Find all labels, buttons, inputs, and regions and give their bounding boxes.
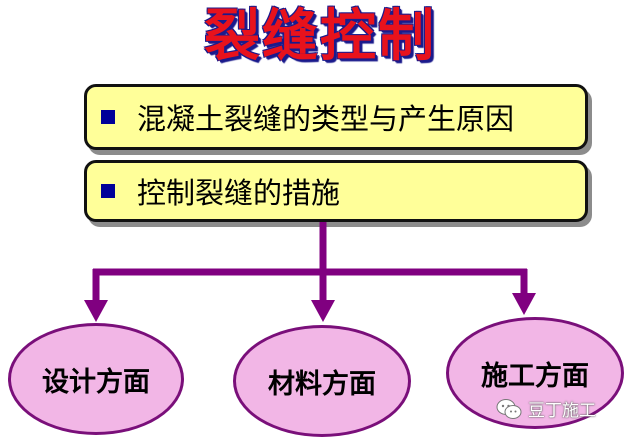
topic-box-measures: 控制裂缝的措施 xyxy=(84,160,588,222)
branch-materials: 材料方面 xyxy=(233,325,411,437)
topic-label: 混凝土裂缝的类型与产生原因 xyxy=(137,102,515,136)
square-bullet-icon xyxy=(101,110,115,124)
branch-label: 材料方面 xyxy=(268,368,376,400)
wechat-icon xyxy=(496,398,522,419)
page-title: 裂缝控制 xyxy=(204,4,436,69)
branch-label: 施工方面 xyxy=(481,360,589,392)
arrowhead-center xyxy=(311,300,335,322)
topic-box-causes: 混凝土裂缝的类型与产生原因 xyxy=(84,84,588,150)
branch-construction: 施工方面 xyxy=(446,317,624,429)
watermark: 豆丁施工 xyxy=(496,396,596,421)
branch-label: 设计方面 xyxy=(42,366,150,398)
arrowhead-right xyxy=(512,293,536,315)
square-bullet-icon xyxy=(101,184,115,198)
arrowhead-left xyxy=(84,300,108,322)
watermark-text: 豆丁施工 xyxy=(528,401,596,421)
topic-label: 控制裂缝的措施 xyxy=(137,176,341,210)
branch-design: 设计方面 xyxy=(8,323,184,435)
